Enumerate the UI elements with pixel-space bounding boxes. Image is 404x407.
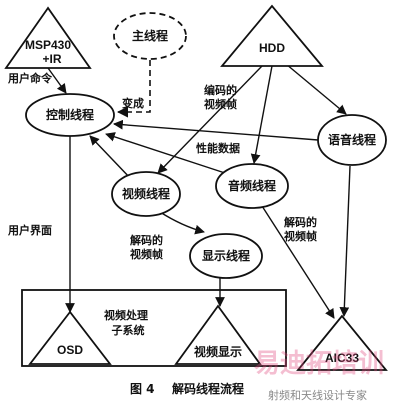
label-encoded-frames-line1: 编码的 <box>204 83 237 97</box>
video-display-label: 视频显示 <box>194 344 242 359</box>
label-becomes: 变成 <box>122 96 144 110</box>
node-osd: OSD <box>28 310 112 365</box>
label-decoded-frames-left-line2: 视频帧 <box>130 247 163 261</box>
edges <box>47 60 351 319</box>
label-decoded-frames-left-line1: 解码的 <box>130 233 163 247</box>
node-main-thread: 主线程 <box>113 12 187 60</box>
node-hdd: HDD <box>220 4 324 67</box>
msp430-label-line1: MSP430 <box>25 38 71 52</box>
label-decoded-frames-right-line2: 视频帧 <box>284 229 317 243</box>
node-control-thread: 控制线程 <box>25 93 115 137</box>
label-decoded-frames-right-line1: 解码的 <box>284 215 317 229</box>
edge-video-display <box>159 211 205 235</box>
figure-title: 解码线程流程 <box>172 381 244 396</box>
label-user-command: 用户命令 <box>8 71 53 85</box>
edge-voice-aic33 <box>339 165 351 317</box>
watermark-logo: 易迪拓培训 <box>254 349 384 379</box>
hdd-label: HDD <box>259 41 285 55</box>
osd-label: OSD <box>57 343 83 357</box>
edge-audio-aic33 <box>261 205 335 319</box>
label-performance-data: 性能数据 <box>196 141 240 155</box>
edge-video-control <box>89 135 133 181</box>
video-thread-label: 视频线程 <box>122 186 170 201</box>
voice-thread-label: 语音线程 <box>328 132 376 147</box>
node-voice-thread: 语音线程 <box>317 114 387 166</box>
node-display-thread: 显示线程 <box>189 233 263 279</box>
edge-msp430-control <box>47 67 67 94</box>
edge-voice-control <box>113 119 319 141</box>
watermark-tagline: 射频和天线设计专家 <box>268 388 367 402</box>
edge-hdd-audio <box>250 65 273 164</box>
edge-hdd-voice <box>285 63 347 115</box>
edge-main-control <box>116 60 151 118</box>
video-subsystem-label-line2: 子系统 <box>112 323 145 337</box>
node-video-display: 视频显示 <box>174 304 262 365</box>
video-subsystem-box <box>21 289 287 367</box>
node-msp430: MSP430 +IR <box>4 6 92 69</box>
display-thread-label: 显示线程 <box>202 248 250 263</box>
video-subsystem-label-line1: 视频处理 <box>104 308 148 322</box>
edge-audio-control <box>105 132 229 175</box>
control-thread-label: 控制线程 <box>46 107 94 122</box>
edge-hdd-video <box>157 65 263 174</box>
node-aic33: AIC33 <box>296 314 388 371</box>
msp430-label-line2: +IR <box>42 52 61 66</box>
aic33-label: AIC33 <box>325 351 359 365</box>
label-encoded-frames-line2: 视频帧 <box>204 97 237 111</box>
node-video-thread: 视频线程 <box>111 171 181 217</box>
audio-thread-label: 音频线程 <box>228 178 276 193</box>
label-user-interface: 用户界面 <box>8 223 52 237</box>
main-thread-label: 主线程 <box>132 28 168 43</box>
node-audio-thread: 音频线程 <box>215 163 289 209</box>
figure-number: 图 4 <box>130 382 155 396</box>
